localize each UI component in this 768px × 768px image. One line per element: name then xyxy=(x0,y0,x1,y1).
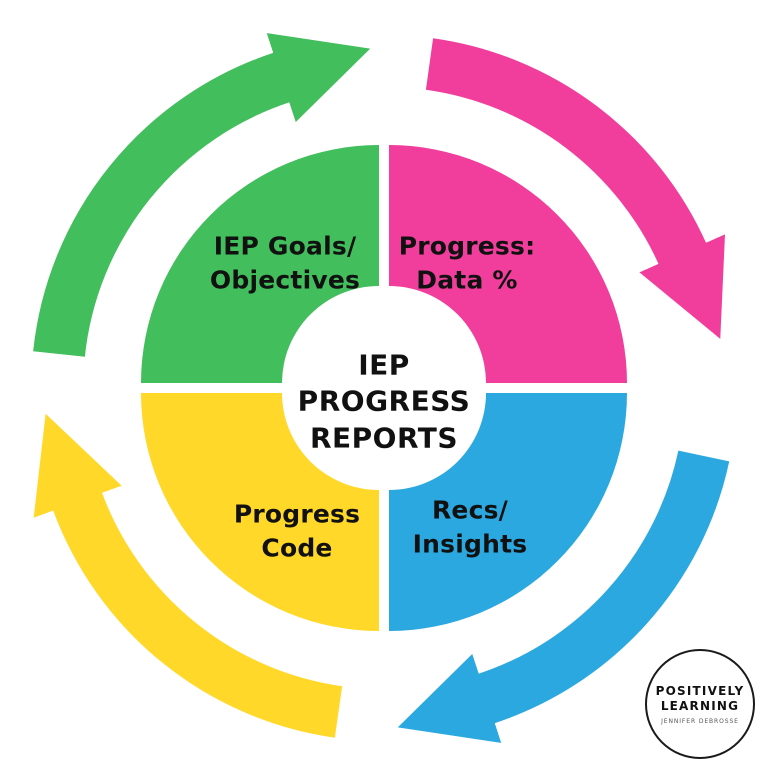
label-progress-code: Progress Code xyxy=(234,498,360,565)
diagram-title: IEP PROGRESS REPORTS xyxy=(298,347,471,456)
logo-name-line: LEARNING xyxy=(660,698,740,713)
label-line: Data % xyxy=(416,265,518,294)
quadrant-top-left xyxy=(141,145,379,383)
label-line: Progress xyxy=(233,499,361,529)
cycle-arrow-top-left xyxy=(33,33,371,357)
label-iep-goals-objectives: IEP Goals/ Objectives xyxy=(210,230,360,297)
label-line: Code xyxy=(261,533,333,562)
quadrant-top-right xyxy=(389,145,627,383)
title-line: IEP xyxy=(358,348,410,382)
cycle-arrow-bottom-left xyxy=(33,413,343,738)
logo-name-line: POSITIVELY xyxy=(655,683,745,698)
cycle-arrow-bottom-right xyxy=(397,450,730,743)
positively-learning-logo: POSITIVELY LEARNING JENNIFER DEBROSSE xyxy=(645,649,755,759)
label-progress-data: Progress: Data % xyxy=(399,230,536,297)
quadrant-bottom-left xyxy=(141,393,379,631)
title-line: PROGRESS xyxy=(297,384,471,418)
cycle-arrow-top-right xyxy=(425,38,725,339)
label-line: Objectives xyxy=(209,265,361,294)
label-line: IEP Goals/ xyxy=(213,231,357,261)
label-line: Insights xyxy=(412,529,528,558)
label-line: Progress: xyxy=(398,231,536,261)
label-recs-insights: Recs/ Insights xyxy=(413,494,528,561)
label-line: Recs/ xyxy=(431,495,509,525)
title-line: REPORTS xyxy=(309,421,459,455)
logo-byline: JENNIFER DEBROSSE xyxy=(661,717,739,725)
quadrant-bottom-right xyxy=(389,393,627,631)
